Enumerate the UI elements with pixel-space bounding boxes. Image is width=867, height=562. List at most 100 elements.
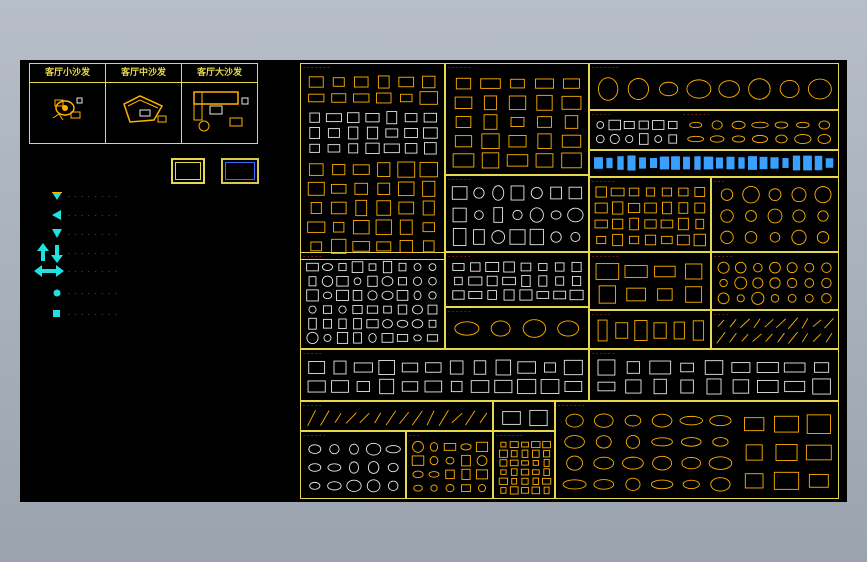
section-label-18: - - - - - [303,402,322,409]
section-dining-sets[interactable] [589,110,839,150]
cad-block-symbol [557,320,580,337]
cad-block-symbol [461,484,471,492]
cad-block-symbol [424,142,437,155]
cad-block-symbol [718,80,740,98]
section-trees[interactable] [711,177,839,252]
cad-block-symbol [628,187,640,197]
cad-model-space[interactable]: 客厅小沙发 客厅中沙发 客厅大沙发 [20,60,847,502]
cad-block-symbol [720,230,734,245]
section-chairs[interactable] [300,252,445,349]
section-dining-tables[interactable] [589,63,839,110]
cad-block-symbol [566,455,583,471]
cad-block-symbol [812,333,822,342]
sofa-panel: 客厅小沙发 客厅中沙发 客厅大沙发 [29,63,258,144]
section-label-6: - - - - - - [448,176,471,183]
cad-block-symbol [377,182,391,195]
section-decor[interactable] [406,431,493,499]
truck-blocks [744,414,832,490]
section-doors[interactable] [589,310,711,349]
cad-block-symbol [644,219,657,229]
triangle-down-icon [52,192,62,200]
cad-block-symbol [687,135,705,143]
cad-block-symbol [654,135,663,143]
cad-block-symbol [593,479,615,490]
sofa-small-title: 客厅小沙发 [44,68,90,78]
cad-block-symbol [438,410,449,426]
cad-block-symbol [399,239,413,253]
cad-block-symbol [308,444,322,455]
section-vehicles[interactable] [555,401,839,499]
section-toilets[interactable] [589,252,711,310]
section-lamps[interactable] [300,431,406,499]
cad-block-symbol [309,127,320,139]
cad-block-symbol [519,289,533,301]
section-tools[interactable] [300,401,493,431]
cad-block-symbol [419,161,438,178]
cad-block-symbol [329,444,340,455]
sofa-blocks-mid [309,111,438,155]
cad-block-symbol [498,449,508,458]
section-shrubs[interactable] [711,252,839,310]
section-appliances[interactable] [589,349,839,401]
section-meeting-tables[interactable] [445,175,589,252]
cad-block-symbol [306,289,319,302]
cad-block-symbol [703,156,714,170]
cad-block-symbol [307,380,326,393]
cad-block-symbol [387,480,399,492]
cad-block-symbol [422,240,435,253]
section-stairs[interactable] [493,401,555,431]
section-bottles[interactable] [493,431,555,499]
cad-block-symbol [684,263,703,280]
section-label-12: - - - - - [714,253,733,260]
cad-block-symbol [612,233,624,247]
cad-block-symbol [401,362,419,373]
section-living-sofas[interactable] [300,63,445,260]
cad-block-symbol [445,469,455,480]
cad-block-symbol [510,450,518,458]
cad-block-symbol [367,461,380,474]
cad-block-symbol [412,276,423,286]
cad-block-symbol [689,121,703,129]
cad-block-symbol [694,202,706,214]
cad-block-symbol [331,183,347,194]
cad-block-symbol [413,484,423,492]
cad-block-symbol [398,277,407,286]
cad-block-symbol [483,95,498,111]
cad-block-symbol [734,276,748,290]
cad-block-symbol [695,218,705,230]
cad-block-symbol [562,479,587,490]
cad-block-symbol [532,477,540,485]
section-kitchen[interactable] [300,349,589,401]
cad-block-symbol [817,133,831,145]
cad-block-symbol [644,202,657,214]
section-people-figures[interactable] [589,150,839,177]
cad-block-symbol [692,320,705,341]
section-bar-stools[interactable] [445,252,589,307]
sofa-small-drawing [52,97,83,121]
cad-block-symbol [426,334,439,342]
section-sinks[interactable] [445,307,589,349]
cad-block-symbol [801,317,809,329]
cad-block-symbol [812,319,822,328]
cad-block-symbol [709,135,725,143]
legend-text-3: - - - - - - - - [68,232,119,237]
cad-block-symbol [454,135,473,148]
cad-block-symbol [812,378,831,395]
arrows-vertical-icon [37,243,63,263]
cad-block-symbol [419,91,438,105]
cad-block-symbol [308,305,317,314]
cad-block-symbol [468,290,483,300]
cad-block-symbol [677,217,689,231]
cad-block-symbol [561,152,582,169]
cad-block-symbol [521,460,529,466]
cad-block-symbol [660,219,674,229]
cad-block-symbol [309,481,321,490]
section-plants[interactable] [711,310,839,349]
cad-block-symbol [521,449,529,458]
section-office-desks[interactable] [445,63,589,175]
appliance-blocks [597,359,831,395]
section-armchairs[interactable] [589,177,711,252]
cad-block-symbol [423,112,437,123]
cad-block-symbol [680,362,694,373]
cad-block-symbol [377,75,390,89]
